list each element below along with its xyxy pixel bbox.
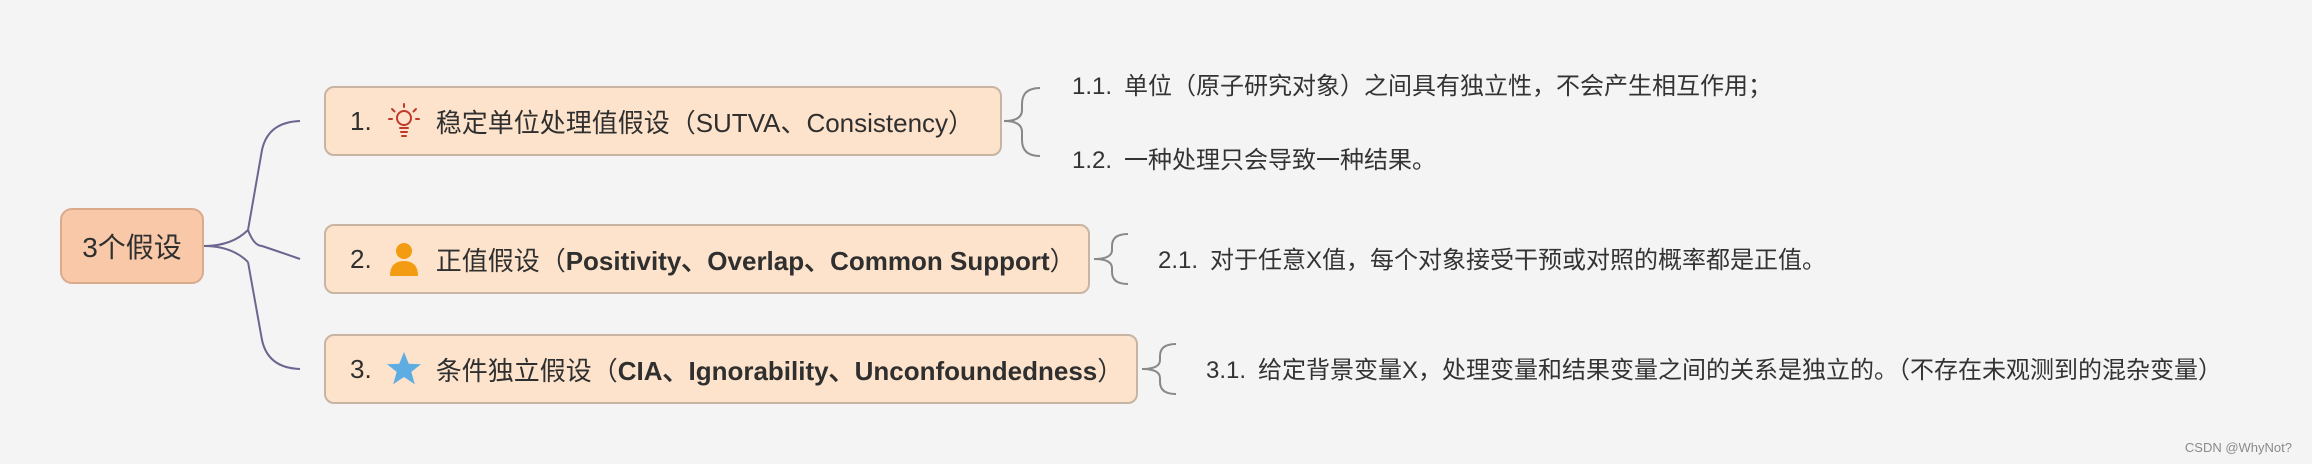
detail-1-2[interactable]: 1.2. 一种处理只会导致一种结果。 [1072,140,1436,175]
assumption-node-1[interactable]: 1. 稳定单位处理值假设（SUTVA、Consistency） [324,86,1002,156]
node1-detail-brace [1003,87,1041,157]
assumption-node-3[interactable]: 3. 条件独立假设（CIA、Ignorability、Unconfoundedn… [324,334,1138,404]
assumption-2-text: 正值假设（Positivity、Overlap、Common Support） [435,245,1076,276]
node2-detail-brace [1093,233,1129,285]
assumption-1-text: 稳定单位处理值假设（SUTVA、Consistency） [435,107,975,138]
node3-detail-brace [1141,343,1177,395]
detail-2-1-number: 2.1. [1158,247,1199,274]
root-label: 3个假设 [82,232,182,263]
detail-1-1[interactable]: 1.1. 单位（原子研究对象）之间具有独立性，不会产生相互作用； [1072,66,1772,101]
assumption-1-number: 1. [350,105,372,136]
root-brace [203,120,301,370]
assumption-node-2[interactable]: 2. 正值假设（Positivity、Overlap、Common Suppor… [324,224,1090,294]
lightbulb-icon [386,101,422,141]
assumption-3-number: 3. [350,353,372,384]
detail-1-2-number: 1.2. [1072,147,1113,174]
person-icon [386,239,422,279]
watermark: CSDN @WhyNot? [2184,440,2292,455]
star-icon [386,349,422,389]
detail-1-2-text: 一种处理只会导致一种结果。 [1124,147,1437,174]
detail-3-1[interactable]: 3.1. 给定背景变量X，处理变量和结果变量之间的关系是独立的。（不存在未观测到的… [1206,350,2222,385]
assumption-3-text: 条件独立假设（CIA、Ignorability、Unconfoundedness… [435,355,1124,386]
detail-1-1-number: 1.1. [1072,73,1113,100]
detail-3-1-text: 给定背景变量X，处理变量和结果变量之间的关系是独立的。（不存在未观测到的混杂变量… [1258,357,2223,384]
detail-1-1-text: 单位（原子研究对象）之间具有独立性，不会产生相互作用； [1124,73,1773,100]
assumption-2-number: 2. [350,243,372,274]
root-node[interactable]: 3个假设 [60,208,204,284]
detail-3-1-number: 3.1. [1206,357,1247,384]
detail-2-1-text: 对于任意X值，每个对象接受干预或对照的概率都是正值。 [1210,247,1827,274]
detail-2-1[interactable]: 2.1. 对于任意X值，每个对象接受干预或对照的概率都是正值。 [1158,240,1826,275]
